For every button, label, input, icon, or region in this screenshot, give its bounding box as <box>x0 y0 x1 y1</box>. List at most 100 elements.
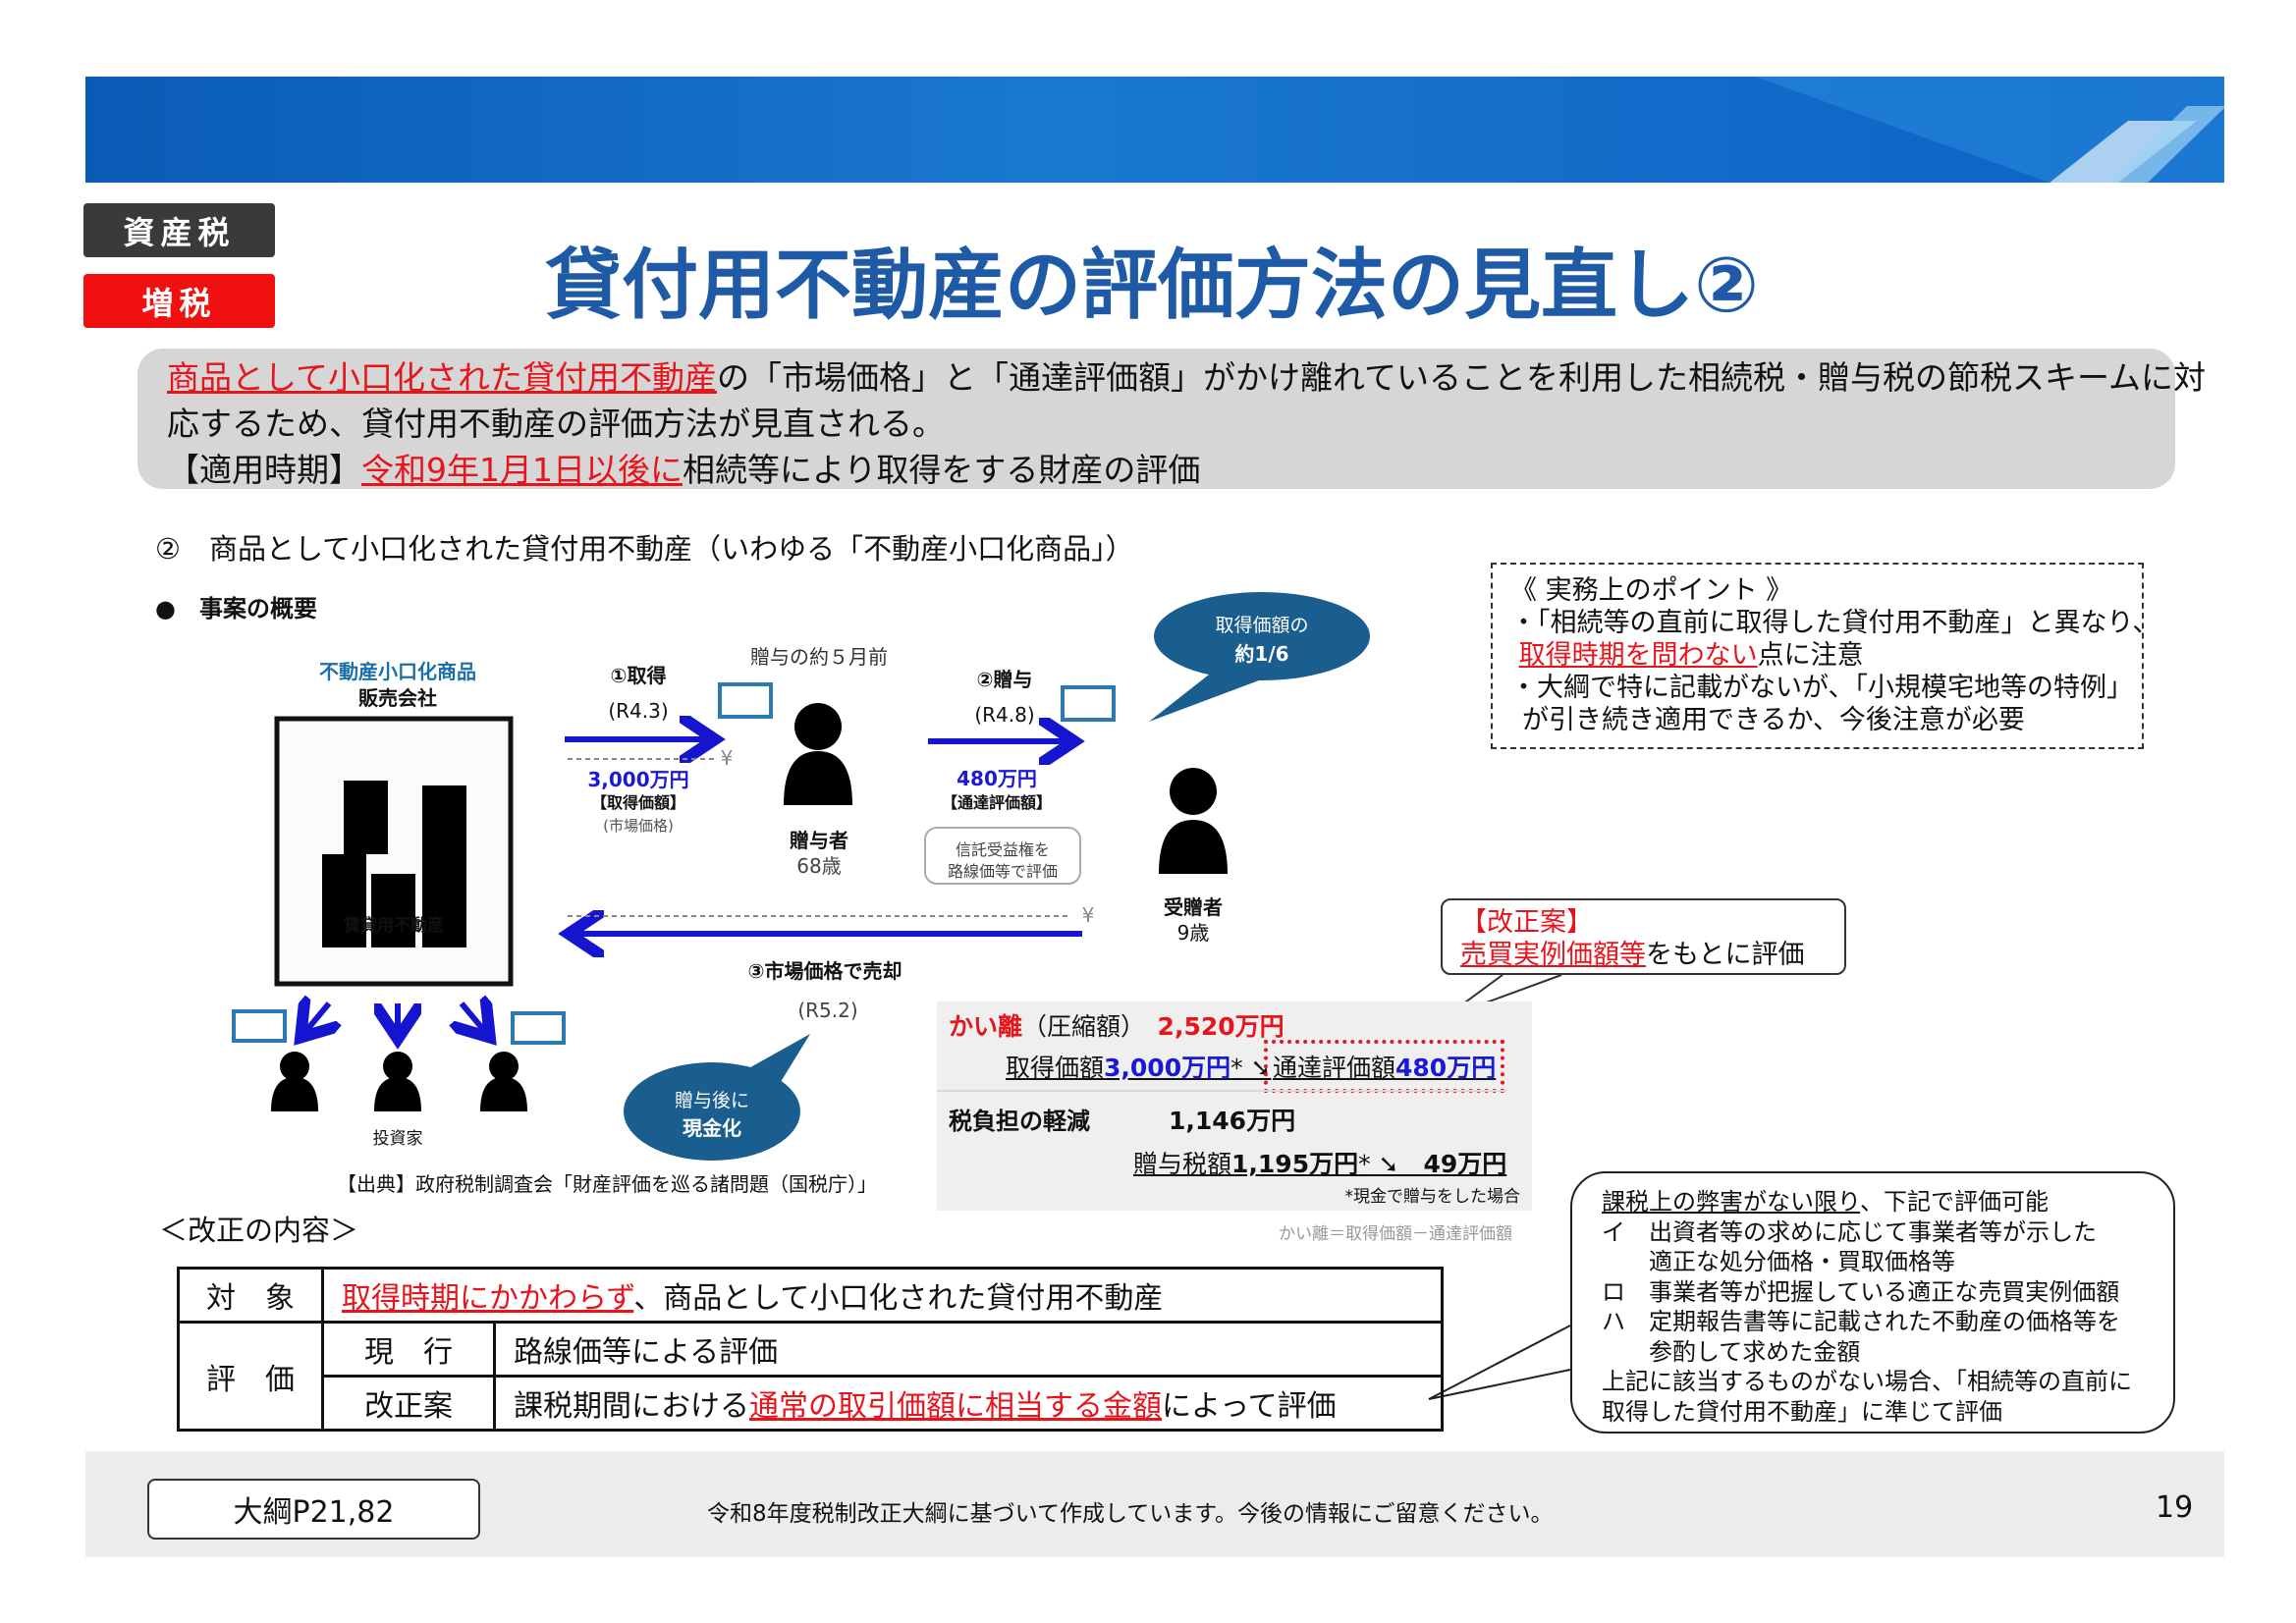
step3-label: ③市場価格で売却 <box>747 959 902 983</box>
callout-text: 上記に該当するものがない場合、「相続等の直前に <box>1602 1368 2132 1395</box>
bubble-text: 約1/6 <box>1234 642 1289 666</box>
trust-note: 路線価等で評価 <box>947 862 1059 881</box>
investor-arrow <box>462 1003 486 1033</box>
donee-label: 受贈者 <box>1164 895 1223 919</box>
target-label: 対 象 <box>177 1267 324 1324</box>
gift-tax-after: 49万円 <box>1423 1150 1507 1178</box>
footnote-mark: * <box>1358 1150 1371 1178</box>
tax-increase-tag: 増税 <box>83 274 275 328</box>
target-text: 、商品として小口化された貸付用不動産 <box>633 1281 1164 1316</box>
months-before: 贈与の約５月前 <box>750 645 888 669</box>
callout-pointer <box>1428 1325 1571 1400</box>
bubble-text: 現金化 <box>683 1116 741 1140</box>
gift-tax-before: 1,195万円 <box>1231 1150 1359 1178</box>
callout-text: 課税上の弊害がない限り <box>1602 1188 1861 1216</box>
summary-text: 応するため、貸付用不動産の評価方法が見直される。 <box>167 405 945 443</box>
target-highlight: 取得時期にかかわらず <box>342 1281 634 1316</box>
current-value: 路線価等による評価 <box>493 1321 1444 1378</box>
proposal-highlight: 売買実例価額等 <box>1460 940 1646 970</box>
proposal-heading: 【改正案】 <box>1460 907 1593 938</box>
trust-note-box <box>924 827 1081 885</box>
reduction-amount: 1,146万円 <box>1169 1107 1296 1135</box>
donor-label: 贈与者 <box>790 829 848 852</box>
acquisition-amount: 3,000万円 <box>587 768 689 791</box>
points-heading: 《 実務上のポイント 》 <box>1510 575 1793 606</box>
proposal-text: によって評価 <box>1162 1389 1337 1424</box>
certificate-icon <box>232 682 1116 1045</box>
callout-text: 、下記で評価可能 <box>1860 1188 2050 1216</box>
person-icon <box>271 703 1228 1111</box>
points-text: 点に注意 <box>1757 640 1864 671</box>
down-arrow-icon: ➘ <box>1250 1054 1272 1082</box>
property-label: 賃貸用不動産 <box>344 916 444 936</box>
proposal-highlight: 通常の取引価額に相当する金額 <box>749 1389 1162 1424</box>
period-label: 【適用時期】 <box>167 451 361 489</box>
proposal-text: 課税期間における <box>514 1389 749 1424</box>
gift-tax-label: 贈与税額 <box>1133 1150 1232 1178</box>
table-row: 対 象取得時期にかかわらず、商品として小口化された貸付用不動産 <box>177 1267 1444 1324</box>
header-banner <box>85 77 2224 183</box>
callout-text: 取得した貸付用不動産」に準じて評価 <box>1602 1397 2002 1426</box>
speech-bubble <box>624 592 1370 1161</box>
callout-item: ハ 定期報告書等に記載された不動産の価格等を <box>1602 1308 2120 1335</box>
step1-label: ①取得 <box>610 664 667 687</box>
company-label: 販売会社 <box>358 686 437 710</box>
acq-amount: 3,000万円 <box>1104 1054 1231 1082</box>
current-label: 現 行 <box>321 1321 496 1378</box>
donee-age: 9歳 <box>1176 921 1210 945</box>
reference-box: 大綱P21,82 <box>147 1479 480 1540</box>
divider <box>937 1090 1506 1092</box>
summary-highlight: 商品として小口化された貸付用不動産 <box>167 358 718 397</box>
proposal-text: をもとに評価 <box>1646 940 1805 970</box>
table-row: 改正案課税期間における通常の取引価額に相当する金額によって評価 <box>179 1375 1444 1432</box>
revision-table: 対 象取得時期にかかわらず、商品として小口化された貸付用不動産 評 価現 行路線… <box>177 1267 1444 1432</box>
callout-item: イ 出資者等の求めに応じて事業者等が示した <box>1602 1217 2097 1246</box>
down-arrow-icon: ➘ <box>1378 1150 1399 1178</box>
eval-label: 通達評価額 <box>1273 1054 1396 1082</box>
valuation-label: 【通達評価額】 <box>941 793 1053 812</box>
callout-item: 参酌して求めた金額 <box>1602 1337 1861 1366</box>
gap-label: かい離 <box>949 1012 1023 1041</box>
gap-sub: （圧縮額） <box>1022 1012 1133 1041</box>
market-price-note: (市場価格) <box>603 817 674 835</box>
company-label: 不動産小口化商品 <box>319 660 476 683</box>
footer-notice: 令和8年度税制改正大綱に基づいて作成しています。今後の情報にご留意ください。 <box>707 1501 1554 1527</box>
practical-points-box: 《 実務上のポイント 》 ・「相続等の直前に取得した貸付用不動産」と異なり、 取… <box>1491 563 2159 749</box>
callout-item: 適正な処分価格・買取価格等 <box>1602 1248 1955 1275</box>
yen-icon: ¥ <box>1081 903 1095 927</box>
reduction-label: 税負担の軽減 <box>949 1108 1090 1135</box>
period-text: 相続等により取得をする財産の評価 <box>683 451 1201 489</box>
valuation-callout: 課税上の弊害がない限り、下記で評価可能 イ 出資者等の求めに応じて事業者等が示し… <box>1570 1171 2175 1434</box>
result-panel: かい離（圧縮額） 2,520万円 取得価額3,000万円* ➘ 通達評価額480… <box>937 1001 1532 1244</box>
proposal-label: 改正案 <box>321 1375 496 1432</box>
eval-label: 評 価 <box>177 1321 324 1432</box>
points-highlight: 取得時期を問わない <box>1518 640 1758 671</box>
acquisition-label: 【取得価額】 <box>590 793 686 812</box>
page-number: 19 <box>2156 1490 2194 1525</box>
page-title: 貸付用不動産の評価方法の見直し② <box>545 242 1760 330</box>
source-note: 【出典】政府税制調査会「財産評価を巡る諸問題（国税庁）」 <box>337 1172 877 1196</box>
investors-label: 投資家 <box>372 1129 423 1149</box>
effective-date: 令和9年1月1日以後に <box>361 451 683 489</box>
section-subtitle: ② 商品として小口化された貸付用不動産（いわゆる「不動産小口化商品」） <box>155 532 1134 566</box>
proposal-callout: 【改正案】 売買実例価額等をもとに評価 <box>1441 898 1846 975</box>
footnote-mark: * <box>1230 1054 1243 1082</box>
step1-date: (R4.3) <box>608 699 669 723</box>
eval-amount: 480万円 <box>1395 1054 1497 1082</box>
gap-amount: 2,520万円 <box>1157 1012 1285 1041</box>
summary-box: 商品として小口化された貸付用不動産の「市場価格」と「通達評価額」がかけ離れている… <box>137 349 2206 489</box>
investor-arrow <box>304 1003 329 1033</box>
points-text: が引き続き適用できるか、今後注意が必要 <box>1522 705 2025 735</box>
points-bullet: ・大綱で特に記載がないが、「小規模宅地等の特例」 <box>1510 673 2133 703</box>
points-bullet: ・「相続等の直前に取得した貸付用不動産」と異なり、 <box>1510 608 2159 638</box>
acq-label: 取得価額 <box>1006 1054 1105 1082</box>
bubble-text: 取得価額の <box>1215 615 1309 636</box>
step2-date: (R4.8) <box>974 703 1035 727</box>
tax-type-tag: 資産税 <box>83 203 275 257</box>
donor-age: 68歳 <box>796 854 842 878</box>
callout-item: ロ 事業者等が把握している適正な売買実例価額 <box>1602 1277 2120 1306</box>
gap-formula: かい離＝取得価額－通達評価額 <box>1279 1224 1512 1244</box>
valuation-amount: 480万円 <box>957 767 1037 790</box>
trust-note: 信託受益権を <box>955 840 1051 859</box>
